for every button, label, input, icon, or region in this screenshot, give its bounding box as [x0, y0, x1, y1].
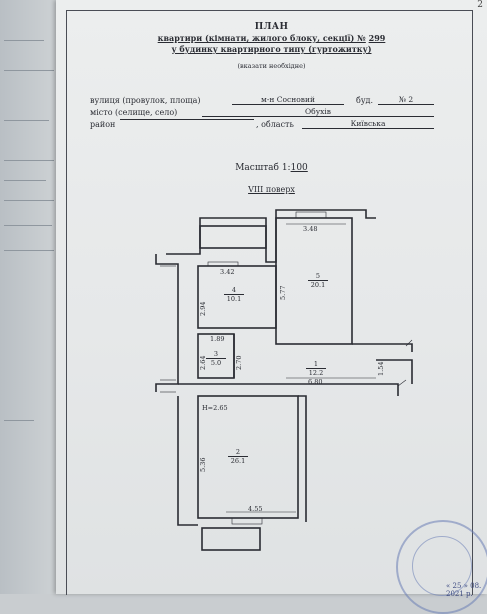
building-type-line: у будинку квартирного типу (гуртожитку) [56, 44, 487, 54]
dimension-label: 6.80 [308, 378, 323, 386]
district-value [120, 119, 254, 120]
dimension-label: 2.70 [235, 355, 243, 370]
room-label: 4 10.1 [224, 286, 244, 303]
hint-text: (вказати необхідне) [237, 62, 306, 70]
street-label: вулиця (провулок, площа) [90, 96, 201, 105]
building-label: буд. [356, 96, 373, 105]
floor-plan-drawing [155, 209, 413, 551]
underlying-line [4, 160, 54, 161]
underlying-line [4, 250, 54, 251]
street-value: м-н Сосновий [232, 95, 344, 105]
region-value: Київська [302, 119, 434, 129]
room-label: 1 12.2 [306, 360, 326, 377]
page-number: 2 [477, 0, 483, 10]
scale-label: Масштаб 1: [235, 163, 291, 173]
scale-line: Масштаб 1:100 [56, 163, 487, 173]
dimension-label: 3.48 [303, 225, 318, 233]
dimension-label: 5.36 [199, 457, 207, 472]
underlying-line [4, 120, 49, 121]
dimension-label: 1.89 [210, 335, 225, 343]
dimension-label: 1.54 [377, 361, 385, 376]
underlying-line [4, 70, 54, 71]
document-sheet: 2 ПЛАН квартири (кімнати, жилого блоку, … [56, 0, 487, 614]
region-label: , область [256, 120, 294, 129]
dimension-label: 3.42 [220, 268, 235, 276]
building-value: № 2 [378, 95, 434, 105]
underlying-line [4, 420, 34, 421]
room-label: 5 20.1 [308, 272, 328, 289]
ceiling-height-label: H=2.65 [202, 404, 228, 412]
floor-label: VIII поверх [248, 185, 295, 194]
district-label: район [90, 120, 116, 129]
underlying-line [4, 225, 52, 226]
plan-title: ПЛАН [254, 22, 289, 32]
building-type-text: у будинку квартирного типу (гуртожитку) [171, 44, 372, 54]
underlying-line [4, 180, 46, 181]
underlying-line [4, 40, 44, 41]
dimension-label: 5.77 [279, 285, 287, 300]
dimension-label: 4.55 [248, 505, 263, 513]
room-label: 2 26.1 [228, 448, 248, 465]
city-label: місто (селище, село) [90, 108, 178, 117]
underlying-line [4, 200, 54, 201]
dimension-label: 2.94 [199, 301, 207, 316]
scale-value: 100 [290, 163, 308, 173]
room-label: 3 5.0 [206, 350, 226, 367]
official-stamp [396, 520, 487, 614]
stamp-date: « 25 » 08. 2021 р. [446, 582, 482, 598]
city-value: Обухів [202, 107, 434, 117]
apartment-label: квартири (кімнати, жилого блоку, секції)… [157, 33, 366, 43]
page-frame [66, 10, 473, 595]
apartment-number: 299 [368, 33, 386, 43]
apartment-line: квартири (кімнати, жилого блоку, секції)… [56, 33, 487, 43]
